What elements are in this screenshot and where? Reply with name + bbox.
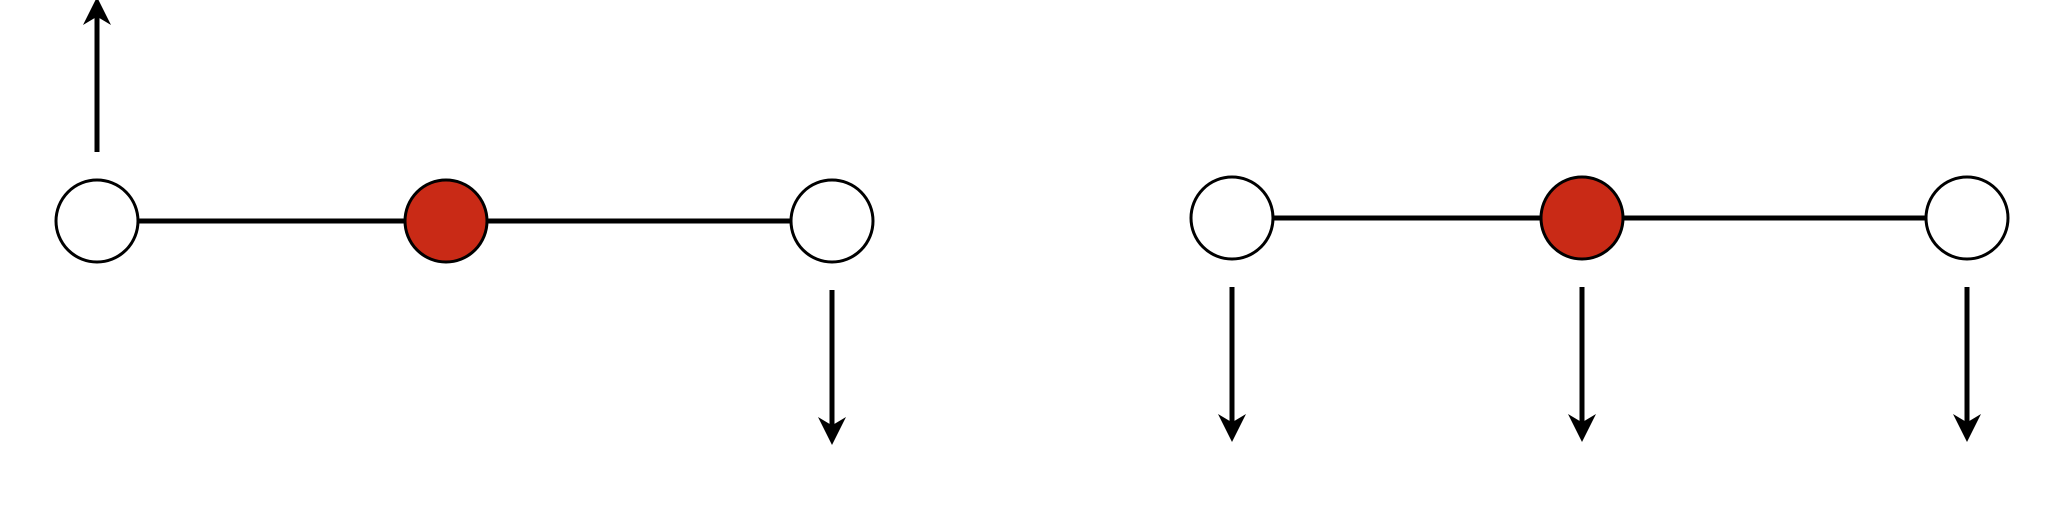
bending-mode-molecule: [1189, 175, 2010, 442]
left-atom: [54, 178, 140, 264]
right-atom: [1924, 175, 2010, 261]
right-atom: [789, 178, 875, 264]
center-atom: [1539, 175, 1625, 261]
asymmetric-stretch-molecule: [54, 0, 875, 445]
diagram-layer: [54, 0, 2010, 445]
center-atom: [403, 178, 489, 264]
left-atom: [1189, 175, 1275, 261]
